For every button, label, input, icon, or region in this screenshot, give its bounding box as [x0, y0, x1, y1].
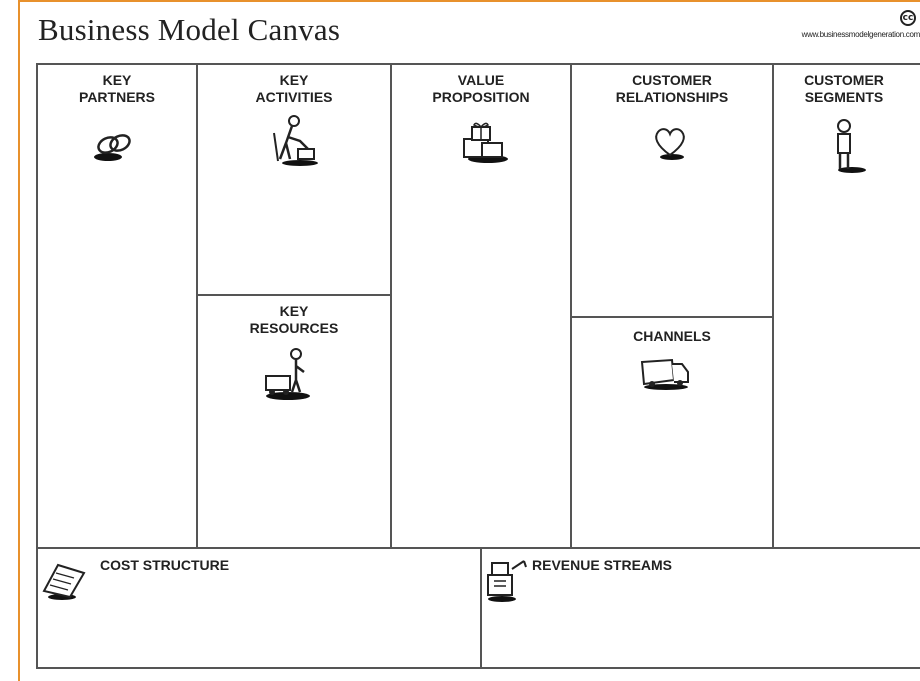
person-icon	[837, 119, 866, 173]
key-resources-label: KEY RESOURCES	[249, 303, 339, 336]
chain-links-icon	[94, 134, 131, 161]
customer-relationships-block: CUSTOMER RELATIONSHIPS	[570, 63, 774, 318]
key-activities-label: KEY ACTIVITIES	[255, 72, 333, 105]
website-url: www.businessmodelgeneration.com	[801, 30, 920, 39]
key-activities-block: KEY ACTIVITIES	[196, 63, 392, 296]
gift-boxes-icon	[463, 122, 508, 163]
key-partners-label: KEY PARTNERS	[79, 72, 155, 105]
revenue-streams-label: REVENUE STREAMS	[532, 557, 673, 573]
channels-block: CHANNELS	[570, 316, 774, 549]
key-resources-block: KEY RESOURCES	[196, 294, 392, 549]
channels-label: CHANNELS	[633, 328, 711, 344]
revenue-streams-block: REVENUE STREAMS	[480, 547, 920, 669]
key-partners-block: KEY PARTNERS	[36, 63, 198, 549]
forklift-worker-icon	[265, 348, 310, 400]
receipt-icon	[42, 563, 86, 600]
orange-border-left	[18, 0, 20, 681]
cost-structure-label: COST STRUCTURE	[100, 557, 230, 573]
heart-icon	[655, 128, 685, 160]
cash-register-icon	[487, 560, 527, 602]
value-proposition-label: VALUE PROPOSITION	[432, 72, 530, 105]
cost-structure-block: COST STRUCTURE	[36, 547, 482, 669]
creative-commons-icon: cc	[900, 10, 916, 26]
customer-segments-label: CUSTOMER SEGMENTS	[804, 72, 884, 105]
truck-icon	[640, 358, 689, 390]
customer-segments-block: CUSTOMER SEGMENTS	[772, 63, 920, 549]
value-proposition-block: VALUE PROPOSITION	[390, 63, 572, 549]
canvas-title: Business Model Canvas	[38, 12, 341, 47]
worker-icon	[273, 115, 318, 166]
orange-border-top	[18, 0, 920, 2]
customer-relationships-label: CUSTOMER RELATIONSHIPS	[615, 72, 729, 105]
